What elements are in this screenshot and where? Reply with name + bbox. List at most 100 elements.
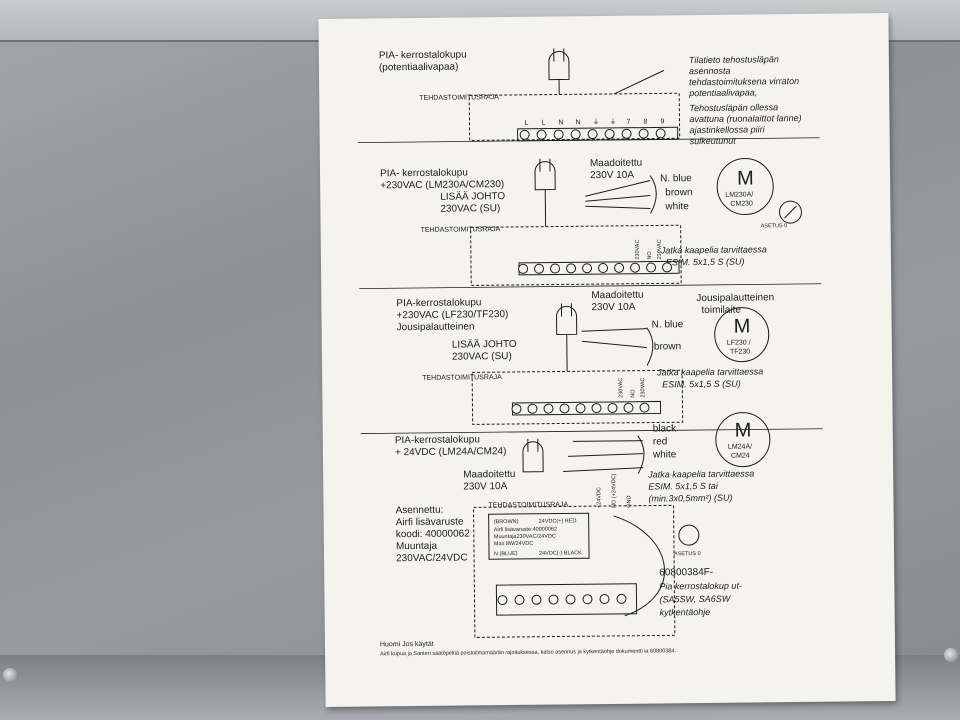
screw-terminal-icon: [599, 594, 610, 605]
screw-terminal-icon: [598, 263, 609, 274]
svg-text:N: N: [558, 119, 563, 126]
transformer-text: Muuntaja230VAC/24VDC: [494, 534, 556, 541]
wire-label: white: [664, 201, 689, 212]
motor-symbol: M: [734, 315, 751, 337]
motor-model: CM230: [730, 200, 753, 207]
wire-label: white: [652, 449, 677, 460]
wiring-diagram: PIA- kerrostalokupu (potentiaalivapaa) T…: [357, 48, 823, 657]
svg-text:8: 8: [643, 119, 647, 126]
section2-subtitle: +230VAC (LM230A/CM230): [380, 179, 504, 191]
motor-symbol: M: [735, 419, 752, 441]
screw-terminal-icon: [570, 129, 581, 140]
spring-return-label: Jousipalautteinen: [696, 292, 774, 304]
extension-spec: ESIM. 5x1,5 S (SU): [666, 257, 745, 268]
screw-terminal-icon: [582, 263, 593, 274]
plug-icon: [522, 441, 544, 473]
screw-terminal-icon: [534, 263, 545, 274]
screw-terminal-icon: [582, 594, 593, 605]
wire-label: red: [653, 436, 668, 447]
footer-text: Airfi kupua ja Santeri säätöpeltiä poist…: [380, 648, 676, 657]
screw-terminal-icon: [548, 594, 559, 605]
motor-model: LM230A/: [725, 191, 753, 198]
transformer-text: Max 8W/24VDC: [494, 541, 534, 547]
section2-title: PIA- kerrostalokupu: [380, 167, 468, 179]
section1-title: PIA- kerrostalokupu: [379, 49, 467, 61]
section3-note: Jousipalautteinen: [397, 321, 475, 333]
ground-label: Maadoitettu: [591, 290, 643, 302]
screw-terminal-icon: [614, 262, 625, 273]
svg-text:L: L: [541, 120, 545, 127]
screw-terminal-icon: [639, 402, 650, 413]
transformer-label: Muuntaja: [396, 541, 438, 552]
section2-boundary-label: TEHDASTOIMITUSRAJA: [421, 226, 501, 234]
motor-model: LM24A/: [728, 443, 752, 450]
svg-text:⏚: ⏚: [592, 118, 599, 126]
terminal-labels: L L N N ⏚ ⏚ 7 8 9: [524, 118, 664, 127]
wiring-diagram-label: PIA- kerrostalokupu (potentiaalivapaa) T…: [318, 13, 896, 707]
extra-wire-label: LISÄÄ JOHTO: [452, 338, 517, 351]
factory-boundary-box: [473, 504, 676, 638]
section1-boundary-label: TEHDASTOIMITUSRAJA: [419, 94, 499, 102]
transformer-wire: 24VDC(-) BLACK: [539, 550, 582, 556]
voltage-label: NO (+24VDC): [611, 473, 617, 508]
plug-icon: [534, 161, 556, 191]
screw-terminal-icon: [511, 403, 522, 414]
screw-terminal-icon: [587, 129, 598, 140]
screw-terminal-icon: [655, 128, 666, 139]
note: avattuna (ruonalaittot lanne): [689, 113, 801, 124]
wire-label: N. blue: [660, 173, 692, 184]
note: sulkeutunut: [690, 136, 737, 146]
extra-wire-voltage: 230VAC (SU): [452, 351, 512, 363]
document-description: Pia kerrostalokup ut-: [659, 581, 742, 592]
screw-terminal-icon: [550, 263, 561, 274]
transformer-wire: N (BLUE): [494, 551, 518, 557]
section3-subtitle: +230VAC (LF230/TF230): [396, 309, 508, 321]
screw-terminal-icon: [518, 263, 529, 274]
screw-terminal-icon: [497, 595, 508, 606]
ground-rating: 230V 10A: [591, 302, 635, 313]
screw-terminal-icon: [591, 403, 602, 414]
screw-terminal-icon: [616, 593, 627, 604]
note: ajastinkellossa piiri: [690, 124, 766, 135]
factory-boundary-box: [470, 224, 682, 286]
wire-label: N. blue: [652, 319, 684, 330]
screw-terminal-icon: [575, 403, 586, 414]
motor-symbol: M: [737, 167, 754, 189]
svg-text:7: 7: [626, 119, 630, 126]
screw-icon: [944, 648, 958, 662]
section4-subtitle: + 24VDC (LM24A/CM24): [395, 446, 507, 458]
wire-label: black: [653, 423, 677, 434]
screw-terminal-icon: [646, 262, 657, 273]
terminal-block: [495, 583, 638, 616]
spring-return-label: toimilaite: [701, 305, 741, 316]
screw-terminal-icon: [536, 129, 547, 140]
screw-icon: [3, 668, 17, 682]
footer-note: Huomi Jos käytät: [380, 641, 434, 649]
extra-wire-voltage: 230VAC (SU): [440, 203, 500, 215]
ground-terminal-label: GND: [626, 495, 632, 507]
document-description: (SA5SW, SA6SW: [659, 594, 731, 605]
plug-icon: [548, 50, 570, 81]
motor-icon: [714, 307, 770, 363]
voltage-label: 230VAC: [640, 377, 646, 397]
transformer-rating: 230VAC/24VDC: [396, 552, 468, 564]
screw-terminal-icon: [527, 403, 538, 414]
ground-rating: 230V 10A: [590, 170, 634, 181]
voltage-label: 230VAC: [657, 239, 663, 259]
extra-wire-label: LISÄÄ JOHTO: [440, 190, 505, 203]
extension-spec: ESIM. 5x1,5 S (SU): [662, 379, 741, 390]
screw-terminal-icon: [662, 262, 673, 273]
extension-spec: ESIM. 5x1,5 S tai: [648, 481, 719, 492]
installed-code: koodi: 40000062: [396, 528, 471, 540]
section4-title: PIA-kerrostalokupu: [395, 434, 480, 446]
document-code: 60800384F-: [659, 567, 713, 579]
screw-terminal-icon: [607, 402, 618, 413]
screw-terminal-icon: [638, 128, 649, 139]
ground-rating: 230V 10A: [463, 481, 507, 492]
transformer-text: Airfi lisävaruste 40000062: [494, 527, 557, 534]
section3-boundary-label: TEHDASTOIMITUSRAJA: [422, 374, 502, 382]
svg-text:L: L: [524, 120, 528, 127]
note: potentiaalivapaa,: [688, 87, 757, 98]
screw-terminal-icon: [623, 402, 634, 413]
extension-note: Jatka kaapelia tarvittaessa: [647, 468, 754, 479]
